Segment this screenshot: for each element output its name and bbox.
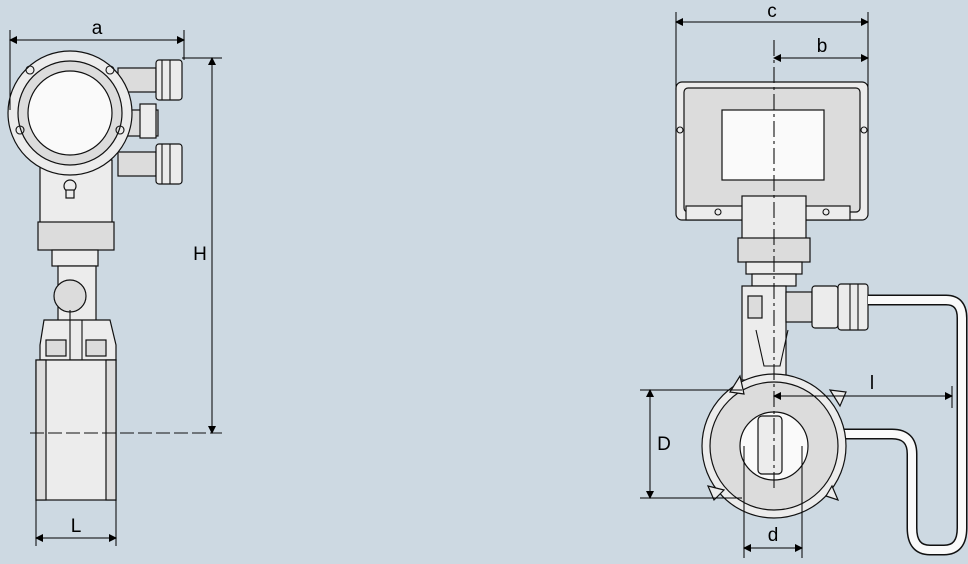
label-l: l — [870, 373, 874, 394]
label-H: H — [193, 244, 207, 265]
cable-gland-lower — [117, 143, 183, 185]
connector-ring — [53, 279, 87, 313]
label-c: c — [767, 1, 777, 22]
display-window — [27, 70, 113, 156]
transmitter-display — [721, 109, 825, 181]
dimension-D: D — [640, 389, 742, 499]
label-D: D — [657, 434, 671, 455]
dimension-H: H — [182, 57, 222, 434]
bluff-body — [757, 415, 783, 475]
front-view-device — [675, 81, 968, 556]
wafer-body — [35, 359, 117, 501]
side-view-device — [7, 50, 222, 501]
dimension-b: b — [773, 36, 869, 62]
dimension-a: a — [9, 18, 185, 110]
label-L: L — [71, 516, 82, 537]
dimension-d: d — [743, 446, 803, 558]
cable-gland-right — [785, 283, 869, 331]
dimension-L: L — [35, 500, 117, 546]
dimension-l: l — [773, 373, 953, 408]
dimension-c: c — [675, 1, 869, 90]
label-d: d — [768, 525, 779, 546]
label-b: b — [817, 36, 828, 57]
label-a: a — [92, 18, 103, 39]
